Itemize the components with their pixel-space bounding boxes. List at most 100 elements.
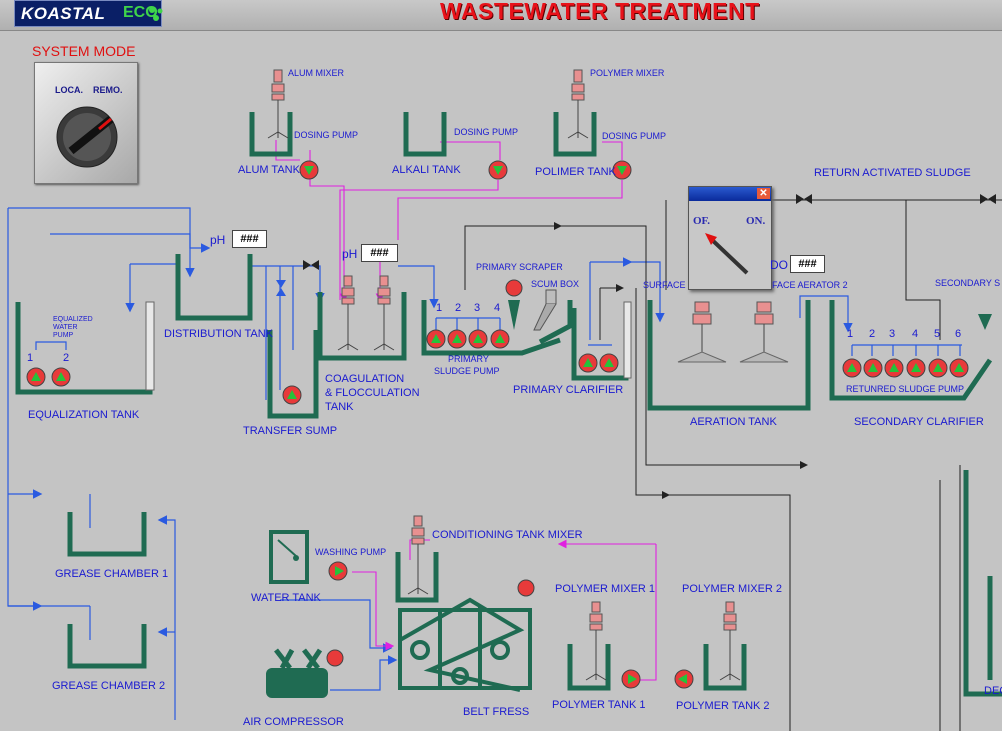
grease-chamber-1-label: GREASE CHAMBER 1: [55, 568, 169, 580]
scum-box-label: SCUM BOX: [531, 279, 580, 289]
equalization-tank-label: EQUALIZATION TANK: [28, 409, 140, 421]
dec-label: DEC: [984, 685, 1002, 697]
mode-remote-label: REMO.: [93, 85, 123, 95]
dosing-pump-1[interactable]: [299, 160, 319, 180]
equalized-pump-label: EQUALIZED WATER PUMP: [53, 316, 93, 339]
ph1-readout: ###: [232, 230, 267, 248]
logo-text: KOASTAL: [21, 4, 106, 23]
belt-press-status-light: [517, 579, 535, 597]
popup-off-label: OF.: [693, 215, 711, 227]
close-icon[interactable]: ✕: [757, 188, 770, 199]
transfer-sump-label: TRANSFER SUMP: [243, 425, 338, 437]
primary-pump-2-number: 2: [455, 302, 462, 314]
polymer-pump-2[interactable]: [674, 669, 694, 689]
belt-press-label: BELT FRESS: [463, 706, 530, 718]
eq-pump-1-number: 1: [27, 352, 34, 364]
returned-sludge-pump-label: RETUNRED SLUDGE PUMP: [846, 384, 965, 394]
compressor-status-light: [326, 649, 344, 667]
returned-sludge-pump-3[interactable]: [884, 358, 904, 378]
primary-pump-1-number: 1: [436, 302, 443, 314]
system-mode-switch[interactable]: LOCA. REMO.: [34, 62, 138, 184]
dosing-pump-2-label: DOSING PUMP: [454, 127, 519, 137]
system-mode-label: SYSTEM MODE: [32, 43, 136, 59]
returned-sludge-pump-2[interactable]: [863, 358, 883, 378]
tanks: [15, 112, 1002, 697]
polymer-mixer-2-label: POLYMER MIXER 2: [682, 583, 783, 595]
polimer-tank-label: POLIMER TANK: [535, 166, 616, 178]
aeration-tank-label: AERATION TANK: [690, 416, 777, 428]
polymer-tank-2-label: POLYMER TANK 2: [676, 700, 770, 712]
dosing-pump-3[interactable]: [612, 160, 632, 180]
equalized-pump-2[interactable]: [51, 367, 71, 387]
air-compressor-shape: [266, 648, 328, 698]
rotary-knob-icon: [56, 106, 118, 168]
polymer-pump-1[interactable]: [621, 669, 641, 689]
ph2-label: pH: [342, 247, 358, 261]
logo-eco: ECO: [123, 4, 158, 21]
equalized-pump-1[interactable]: [26, 367, 46, 387]
primary-pump-4-number: 4: [494, 302, 501, 314]
returned-sludge-pump-4[interactable]: [906, 358, 926, 378]
scraper-shape: [508, 300, 520, 330]
alum-tank-label: ALUM TANK: [238, 164, 300, 176]
washing-pump[interactable]: [328, 561, 348, 581]
primary-sludge-label-2: SLUDGE PUMP: [434, 366, 500, 376]
return-pump-5-number: 5: [934, 328, 941, 340]
primary-pump-3-number: 3: [474, 302, 481, 314]
washing-pump-label: WASHING PUMP: [315, 547, 387, 557]
popup-titlebar: ✕: [689, 187, 771, 201]
return-pump-4-number: 4: [912, 328, 919, 340]
do-label: DO: [770, 258, 788, 272]
transfer-pump[interactable]: [282, 385, 302, 405]
primary-clarifier-label: PRIMARY CLARIFIER: [513, 384, 624, 396]
alum-mixer-label: ALUM MIXER: [288, 68, 345, 78]
dosing-pump-2[interactable]: [488, 160, 508, 180]
polymer-tank-1-label: POLYMER TANK 1: [552, 699, 646, 711]
scraper-status-light: [505, 279, 523, 297]
clarifier-pump-1[interactable]: [578, 353, 598, 373]
return-sludge-label: RETURN ACTIVATED SLUDGE: [814, 167, 971, 179]
blue-pipes: [7, 207, 962, 720]
mixers: [267, 69, 789, 681]
alkali-tank-label: ALKALI TANK: [392, 164, 461, 176]
water-tank-shape: [269, 530, 309, 584]
coagulation-label-1: COAGULATION: [325, 373, 405, 385]
dosing-pump-3-label: DOSING PUMP: [602, 131, 667, 141]
conditioning-mixer-label: CONDITIONING TANK MIXER: [432, 529, 583, 541]
do-readout: ###: [790, 255, 825, 273]
returned-sludge-pump-1[interactable]: [842, 358, 862, 378]
polymer-mixer-1-label: POLYMER MIXER 1: [555, 583, 656, 595]
coagulation-label-2: & FLOCCULATION: [325, 387, 420, 399]
ph1-label: pH: [210, 233, 226, 247]
header-bar: KOASTAL ECO WASTEWATER TREATMENT: [0, 0, 1002, 31]
mode-local-label: LOCA.: [55, 85, 83, 95]
eco-dots-icon: [149, 7, 163, 21]
grease-chamber-2-label: GREASE CHAMBER 2: [52, 680, 166, 692]
return-pump-3-number: 3: [889, 328, 896, 340]
valves: [276, 194, 996, 296]
polymer-mixer-label: POLYMER MIXER: [590, 68, 665, 78]
black-pipes: [464, 199, 1002, 731]
return-pump-2-number: 2: [869, 328, 876, 340]
aerator-switch-popup[interactable]: ✕ OF. ON.: [688, 186, 772, 290]
secondary-s-label: SECONDARY S: [935, 278, 1001, 288]
primary-sludge-pump-4[interactable]: [490, 329, 510, 349]
primary-sludge-pump-3[interactable]: [468, 329, 488, 349]
primary-sludge-label-1: PRIMARY: [448, 354, 489, 364]
returned-sludge-pump-5[interactable]: [928, 358, 948, 378]
distribution-tank-label: DISTRIBUTION TANK: [164, 328, 273, 340]
scum-box-icon: [533, 289, 557, 331]
primary-sludge-pump-1[interactable]: [426, 329, 446, 349]
returned-sludge-pump-6[interactable]: [949, 358, 969, 378]
primary-sludge-pump-2[interactable]: [447, 329, 467, 349]
clarifier-pump-2[interactable]: [599, 353, 619, 373]
surface-aerator-2-label: FACE AERATOR 2: [772, 280, 848, 290]
return-pump-1-number: 1: [847, 328, 854, 340]
coagulation-label-3: TANK: [325, 401, 354, 413]
popup-on-label: ON.: [746, 215, 766, 227]
water-tank-label: WATER TANK: [251, 592, 321, 604]
surface-aerator-1-label: SURFACE: [643, 280, 686, 290]
page-title: WASTEWATER TREATMENT: [440, 0, 760, 24]
